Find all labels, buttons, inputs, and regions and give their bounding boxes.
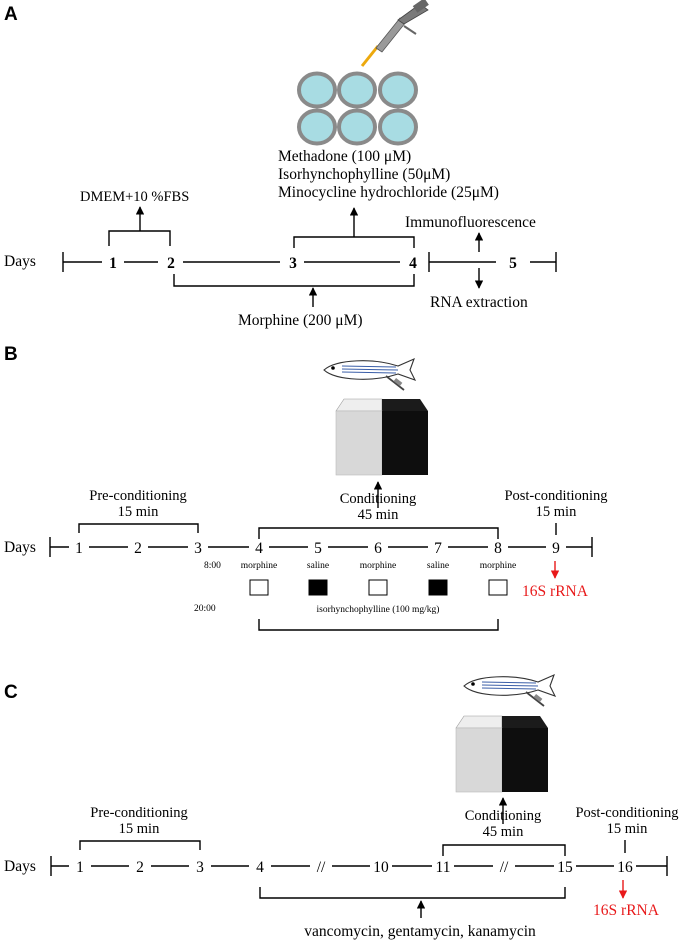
day-a-2: 2 <box>167 255 175 272</box>
axis-break: // <box>500 859 509 876</box>
treatment-box <box>428 579 448 596</box>
immuno-label: Immunofluorescence <box>405 214 536 231</box>
treatment-label: saline <box>427 561 449 571</box>
place-box-c <box>455 715 548 793</box>
cond-label-c: Conditioning <box>465 808 542 824</box>
timeline-b: 1 2 3 4 5 6 7 8 9 <box>49 537 593 557</box>
days-label-a: Days <box>4 253 36 270</box>
well <box>297 108 337 146</box>
cond-label-b: Conditioning <box>340 491 417 507</box>
treatment-box <box>488 579 508 596</box>
panel-c: C Conditioning 45 min Pre-conditioning 1… <box>4 673 679 940</box>
day-a-3: 3 <box>289 255 297 272</box>
timeline-c: 1 2 3 4 // 10 11 // 15 16 <box>50 856 668 876</box>
panel-a-letter: A <box>4 4 18 25</box>
day-c-16: 16 <box>617 859 633 876</box>
pipette-icon <box>360 0 429 67</box>
place-box-b <box>335 398 428 476</box>
culture-bracket <box>108 230 171 246</box>
day-a-5: 5 <box>509 255 517 272</box>
day-c-4: 4 <box>256 859 264 876</box>
axis-break: // <box>317 859 326 876</box>
post-time-c: 15 min <box>607 821 648 837</box>
antibiotic-label: vancomycin, gentamycin, kanamycin <box>304 923 536 940</box>
drug-line-3: Minocycline hydrochloride (25μM) <box>278 184 499 201</box>
well <box>378 71 418 109</box>
day-c-1: 1 <box>76 859 84 876</box>
drug-line-2: Isorhynchophylline (50μM) <box>278 166 450 183</box>
day-b-6: 6 <box>374 540 382 557</box>
well <box>337 71 377 109</box>
post-label-c: Post-conditioning <box>575 805 678 821</box>
pre-time-c: 15 min <box>119 821 160 837</box>
day-b-1: 1 <box>75 540 83 557</box>
day-b-4: 4 <box>255 540 263 557</box>
day-b-8: 8 <box>494 540 502 557</box>
time-am: 8:00 <box>204 561 221 571</box>
day-b-3: 3 <box>194 540 202 557</box>
day-a-4: 4 <box>409 255 417 272</box>
well <box>297 71 337 109</box>
day-b-9: 9 <box>552 540 560 557</box>
cond-time-b: 45 min <box>358 507 399 523</box>
day-c-15: 15 <box>557 859 573 876</box>
fish-icon-c <box>463 673 557 707</box>
treatment-label: morphine <box>480 561 516 571</box>
pre-bracket-b <box>78 523 199 533</box>
pre-bracket-c <box>79 840 201 850</box>
treatment-label: morphine <box>241 561 277 571</box>
iso-bracket <box>258 619 499 631</box>
days-label-b: Days <box>4 539 36 556</box>
culture-label: DMEM+10 %FBS <box>80 189 189 205</box>
drug-bracket <box>293 236 415 248</box>
day-b-7: 7 <box>434 540 442 557</box>
rna-label: RNA extraction <box>430 294 528 311</box>
pre-time-b: 15 min <box>118 504 159 520</box>
well <box>337 108 377 146</box>
cond-time-c: 45 min <box>483 824 524 840</box>
day-c-2: 2 <box>136 859 144 876</box>
morphine-bracket <box>173 274 415 287</box>
timeline-a <box>62 252 557 272</box>
day-c-11: 11 <box>436 859 451 876</box>
pre-label-b: Pre-conditioning <box>89 488 186 504</box>
days-label-c: Days <box>4 858 36 875</box>
panel-c-letter: C <box>4 682 18 703</box>
post-time-b: 15 min <box>536 504 577 520</box>
fish-icon <box>323 357 417 391</box>
treatment-label: saline <box>307 561 329 571</box>
cond-bracket-c <box>442 844 566 856</box>
drug-line-1: Methadone (100 μM) <box>278 148 411 165</box>
treatment-box <box>308 579 328 596</box>
rrna-label-c: 16S rRNA <box>593 902 660 919</box>
day-c-3: 3 <box>196 859 204 876</box>
panel-a: A Methadone (100 μM) Isorhynchophylline … <box>4 0 557 329</box>
pre-label-c: Pre-conditioning <box>90 805 187 821</box>
antibiotic-bracket <box>259 887 566 899</box>
time-pm: 20:00 <box>194 604 216 614</box>
well-plate <box>297 71 418 146</box>
treatment-label: morphine <box>360 561 396 571</box>
iso-label: isorhynchophylline (100 mg/kg) <box>317 604 440 615</box>
day-b-5: 5 <box>314 540 322 557</box>
day-c-10: 10 <box>373 859 389 876</box>
panel-b-letter: B <box>4 344 18 365</box>
cond-bracket-b <box>258 527 499 539</box>
rrna-label-b: 16S rRNA <box>522 583 589 600</box>
day-b-2: 2 <box>134 540 142 557</box>
post-label-b: Post-conditioning <box>504 488 607 504</box>
treatment-box <box>368 579 388 596</box>
day-a-1: 1 <box>109 255 117 272</box>
treatment-box <box>249 579 269 596</box>
morphine-label: Morphine (200 μM) <box>238 312 363 329</box>
well <box>378 108 418 146</box>
treatment-row: morphine saline morphine saline morphine <box>241 561 516 596</box>
panel-b: B Conditioning 45 min Pre-conditioning 1… <box>4 344 608 631</box>
